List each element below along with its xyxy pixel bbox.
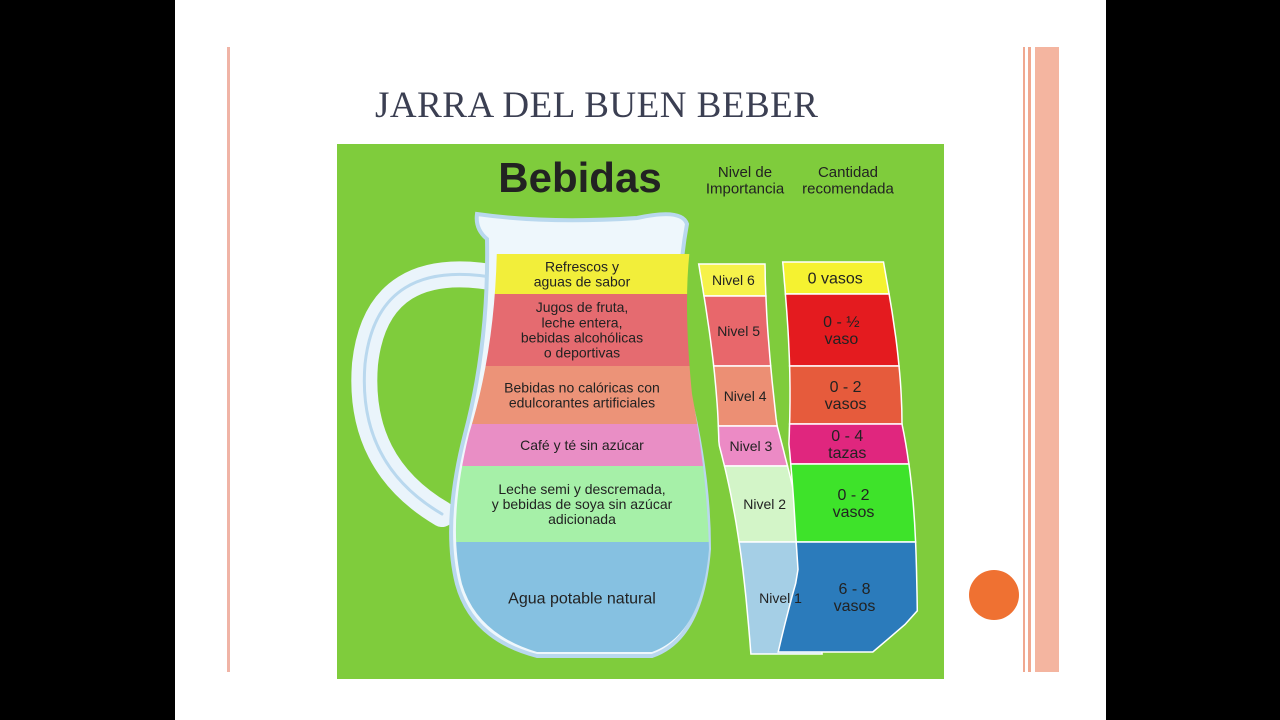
cantidad-column: [777, 261, 919, 653]
cantidad-band-1: [777, 541, 919, 653]
nivel-label-3: Nivel 3: [730, 438, 773, 454]
jug-layer-1: [455, 542, 710, 652]
beverage-label-3: Café y té sin azúcar: [520, 437, 644, 453]
cantidad-label-6: 0 vasos: [808, 271, 863, 288]
orange-decor-dot: [969, 570, 1019, 620]
nivel-label-6: Nivel 6: [712, 272, 755, 288]
beverage-label-5: Jugos de fruta,leche entera,bebidas alco…: [521, 299, 643, 360]
right-decor-line-1: [1023, 47, 1025, 672]
right-decor-line-2: [1028, 47, 1031, 672]
jug-layer-2: [455, 466, 710, 542]
right-decor-band: [1035, 47, 1059, 672]
jug-layer-4: [455, 366, 710, 424]
jug-layer-3: [455, 424, 710, 466]
slide-title: JARRA DEL BUEN BEBER: [375, 85, 819, 126]
beverage-label-1: Agua potable natural: [508, 591, 656, 608]
left-decor-line: [227, 47, 230, 672]
jug-handle-edge: [362, 272, 504, 516]
nivel-label-2: Nivel 2: [743, 496, 786, 512]
beverage-label-2: Leche semi y descremada,y bebidas de soy…: [492, 481, 673, 527]
jug-layer-5: [455, 294, 710, 366]
jug-liquid-layers: [455, 254, 710, 652]
bebidas-heading: Bebidas: [498, 154, 661, 201]
jug-layer-6: [455, 254, 710, 294]
nivel-label-1: Nivel 1: [759, 590, 802, 606]
nivel-label-4: Nivel 4: [724, 388, 767, 404]
nivel-label-5: Nivel 5: [717, 323, 760, 339]
